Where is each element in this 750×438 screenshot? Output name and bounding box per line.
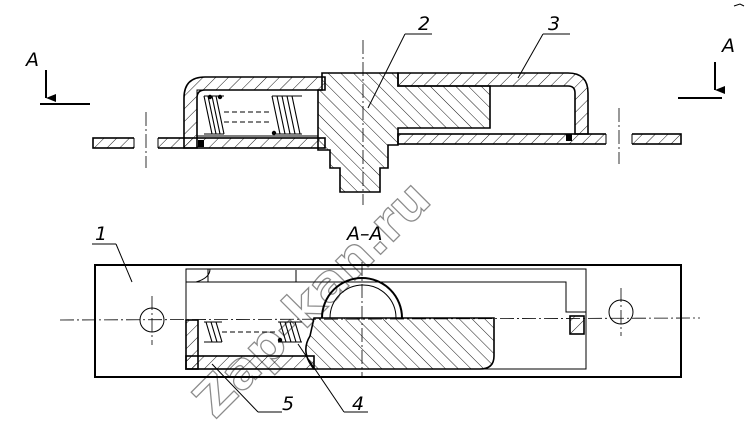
leader-part-1: 1	[92, 223, 133, 283]
part-label-4: 4	[352, 393, 364, 415]
slider-section	[305, 317, 495, 370]
roller-half	[321, 277, 403, 319]
cover-shell-right	[397, 72, 589, 135]
part-label-2: 2	[418, 13, 430, 35]
leader-part-2: 2	[367, 13, 432, 109]
roller-inner	[329, 284, 397, 319]
section-marker-left: A	[24, 49, 90, 105]
spring-left	[203, 94, 225, 135]
spring-right	[271, 95, 302, 136]
section-title: A–A	[345, 223, 383, 245]
base-plate-right	[397, 133, 682, 145]
leader-part-5: 5	[211, 363, 294, 415]
spring-bottom-left	[204, 321, 223, 343]
top-section-view	[92, 40, 682, 205]
stop-tab	[569, 315, 585, 335]
section-marker-right: A	[678, 35, 735, 99]
part-label-1: 1	[95, 223, 107, 245]
corner-mark	[733, 3, 745, 7]
section-letter-right: A	[720, 35, 735, 57]
part-label-3: 3	[548, 13, 560, 35]
outer-plate	[94, 264, 682, 378]
part-label-5: 5	[282, 393, 294, 415]
base-plate-left	[92, 137, 326, 149]
bottom-section-view: A–A	[59, 223, 701, 378]
spring-bottom-right	[277, 321, 302, 343]
leader-part-3: 3	[517, 13, 570, 79]
watermark: Zap-kan.ru	[182, 169, 441, 428]
slider-body	[317, 72, 491, 193]
leader-part-4: 4	[297, 343, 368, 415]
section-letter-left: A	[24, 49, 39, 71]
